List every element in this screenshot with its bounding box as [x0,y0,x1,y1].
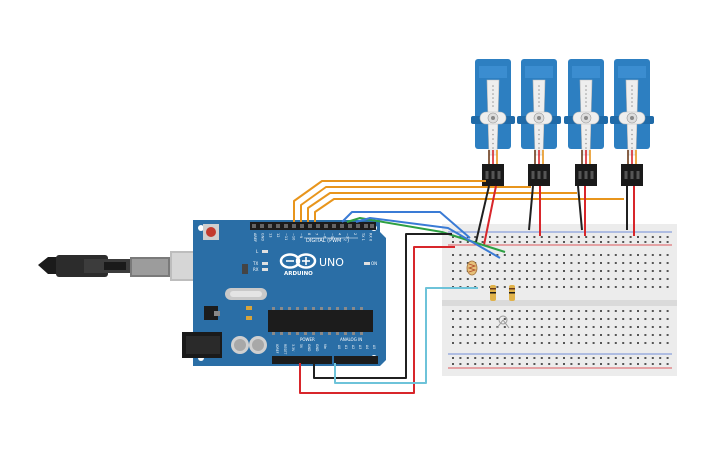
digital-pin-label: 4 [338,233,342,236]
servo-black-2[interactable] [528,185,534,231]
orange-wire-4[interactable] [314,198,624,222]
digital-pin-label: ~9 [299,233,303,238]
digital-pin-label: ~6 [322,233,326,238]
digital-pin-label: TX 1 [361,232,365,241]
usb-cable[interactable] [38,251,200,281]
analog-pin-label: A0 [337,345,341,349]
digital-pin-label: ~5 [330,233,334,238]
digital-pin-label: AREF [253,233,257,242]
resistor-2[interactable] [509,285,515,301]
rgb-led[interactable] [496,315,510,329]
analog-pin-label: A1 [344,345,348,349]
power-pin-label: GND [315,344,319,352]
orange-wire-3[interactable] [307,192,577,222]
power-pin-label: GND [307,344,311,352]
digital-pin-label: GND [261,233,265,241]
capacitors [231,336,267,354]
digital-header [250,222,376,230]
blue-wire-2[interactable] [355,217,501,259]
servo-black-3[interactable] [577,185,583,231]
power-label: POWER [300,337,315,342]
analog-label: ANALOG IN [340,337,362,342]
resistor-1[interactable] [490,285,496,301]
red-power-wire[interactable] [299,246,455,394]
led-tx-label: TX [252,261,258,266]
power-pin-label: RESET [283,344,287,354]
arduino-logo [279,253,317,269]
breadboard[interactable] [442,224,677,376]
led-rx-label: RX [253,267,259,272]
digital-pin-label: ~10 [292,233,296,240]
digital-pin-label: RX 0 [369,233,373,241]
servo-motor[interactable] [610,59,654,186]
digital-pin-label: ~11 [284,233,288,240]
digital-pin-label: 8 [307,233,311,235]
digital-pin-label: 2 [353,233,357,235]
analog-pin-label: A5 [372,345,376,349]
digital-label: DIGITAL (PWM ~) [306,238,349,244]
arduino-logo-text: ARDUINO [284,271,313,277]
analog-pin-label: A4 [365,345,369,349]
blue-wire[interactable] [341,211,471,239]
servo-motor[interactable] [517,59,561,186]
digital-pin-label: 13 [268,233,272,237]
wires [293,180,635,394]
black-ground-wire[interactable] [313,233,452,379]
board-model: UNO [319,256,344,269]
photoresistor[interactable] [466,260,478,276]
power-header [272,356,332,364]
digital-pin-label: 7 [315,233,319,235]
power-pin-label: 3.3V [291,344,295,352]
led-on-label: ON [371,261,377,266]
servo-motor[interactable] [564,59,608,186]
servo-red-1[interactable] [483,185,497,246]
digital-pin-label: 12 [276,233,280,237]
cyan-analog-wire[interactable] [334,287,478,384]
digital-pin-label: ~3 [345,233,349,238]
orange-wire-1[interactable] [293,180,486,222]
servo-black-1[interactable] [475,185,490,243]
led-l-label: L [256,249,259,254]
power-pin-label: 5V [299,344,303,349]
power-pin-label: IOREF [275,344,279,354]
orange-wire-2[interactable] [300,186,531,222]
analog-pin-label: A3 [358,345,362,349]
power-pin-label: Vin [323,344,327,349]
analog-pin-label: A2 [351,345,355,349]
servo-motor[interactable] [471,59,515,186]
microcontroller-chip [268,310,373,332]
analog-header [334,356,378,364]
